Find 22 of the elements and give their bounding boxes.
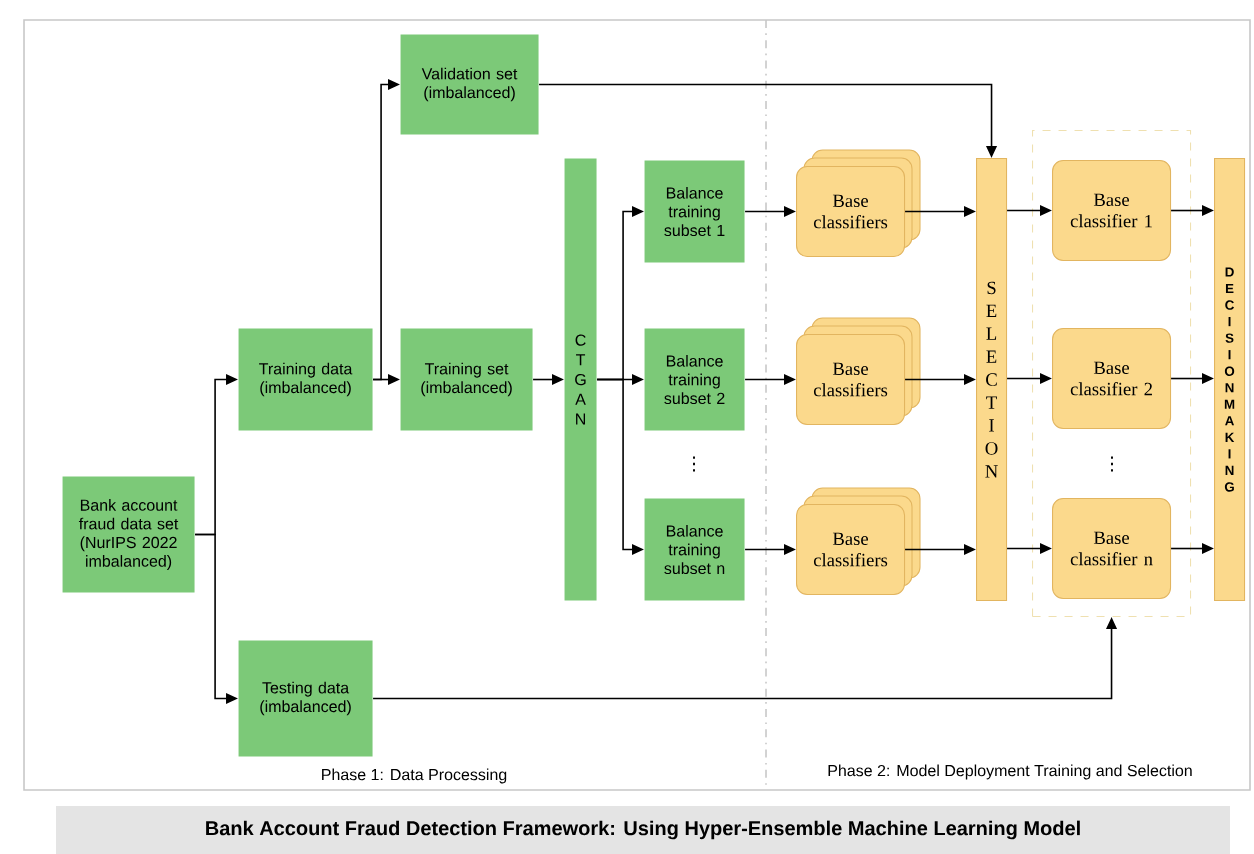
stacked-cards: Base classifiers bbox=[796, 149, 921, 258]
stacked-cards: Base classifiers bbox=[796, 317, 921, 426]
ellipsis-mark: ⋮ bbox=[693, 456, 695, 472]
process-box: Training data (imbalanced) bbox=[238, 328, 373, 431]
process-box: Balance training subset 2 bbox=[644, 328, 745, 431]
classifier-box: Base classifier n bbox=[1052, 498, 1172, 600]
process-box: Balance training subset n bbox=[644, 498, 745, 601]
classifier-box: Base classifier 1 bbox=[1052, 160, 1172, 262]
vertical-bar: SELECTION bbox=[976, 158, 1008, 602]
dashed-frame bbox=[1032, 130, 1192, 618]
process-box: Validation set (imbalanced) bbox=[400, 34, 539, 135]
process-box: Bank account fraud data set (NurIPS 2022 imbalanced) bbox=[62, 476, 195, 593]
caption-bar: Bank Account Fraud Detection Framework: Using Hyper-Ensemble Machine Learning Model bbox=[56, 806, 1230, 854]
stacked-cards: Base classifiers bbox=[796, 487, 921, 596]
ellipsis-mark: ⋮ bbox=[1111, 456, 1113, 472]
phase-label: Phase 2: Model Deployment Training and Selection bbox=[828, 764, 1192, 780]
process-box: Testing data (imbalanced) bbox=[238, 640, 373, 757]
classifier-box: Base classifier 2 bbox=[1052, 328, 1172, 430]
process-box: Balance training subset 1 bbox=[644, 160, 745, 263]
vertical-bar: CTGAN bbox=[564, 158, 597, 601]
phase-label: Phase 1: Data Processing bbox=[322, 768, 507, 784]
process-box: Training set (imbalanced) bbox=[400, 328, 533, 431]
